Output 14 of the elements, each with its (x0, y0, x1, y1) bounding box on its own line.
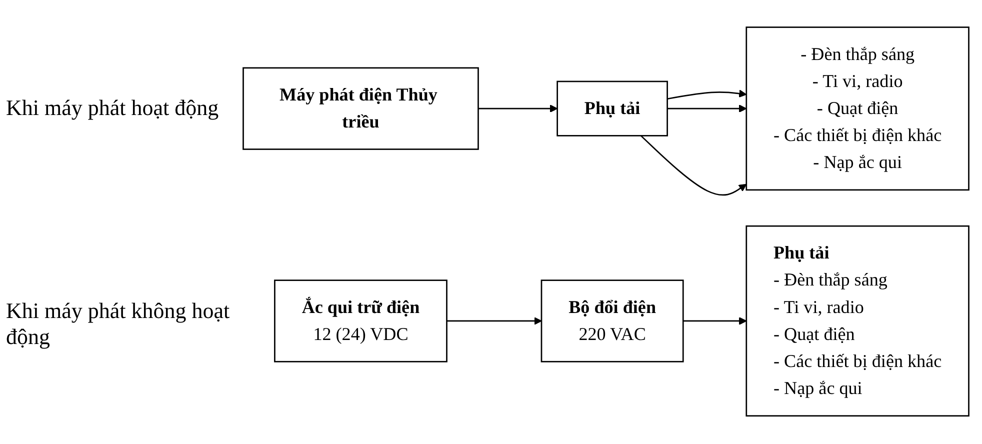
node-box: Máy phát điện Thủy triều (242, 68, 479, 150)
arrow (478, 105, 558, 113)
arrow (446, 317, 542, 326)
section-heading: Khi máy phát không hoạt động (6, 298, 231, 350)
node-box: - Đèn thắp sáng - Ti vi, radio - Quạt điện - Các thiết bị điện khác - Nạp ắc qui (746, 27, 970, 192)
node-box: Phụ tải - Đèn thắp sáng - Ti vi, radio - Quạt điện - Các thiết bị điện khác - Nạp ắc qui (746, 226, 970, 417)
node-box: Ắc qui trữ điện 12 (24) VDC (274, 280, 448, 363)
node-box: Bộ đổi điện 220 VAC (540, 280, 684, 363)
arrow (667, 90, 747, 100)
section-heading: Khi máy phát hoạt động (6, 94, 220, 120)
node-box: Phụ tải (556, 81, 668, 137)
arrow (667, 105, 747, 113)
arrow (640, 136, 747, 196)
arrow (683, 317, 747, 326)
